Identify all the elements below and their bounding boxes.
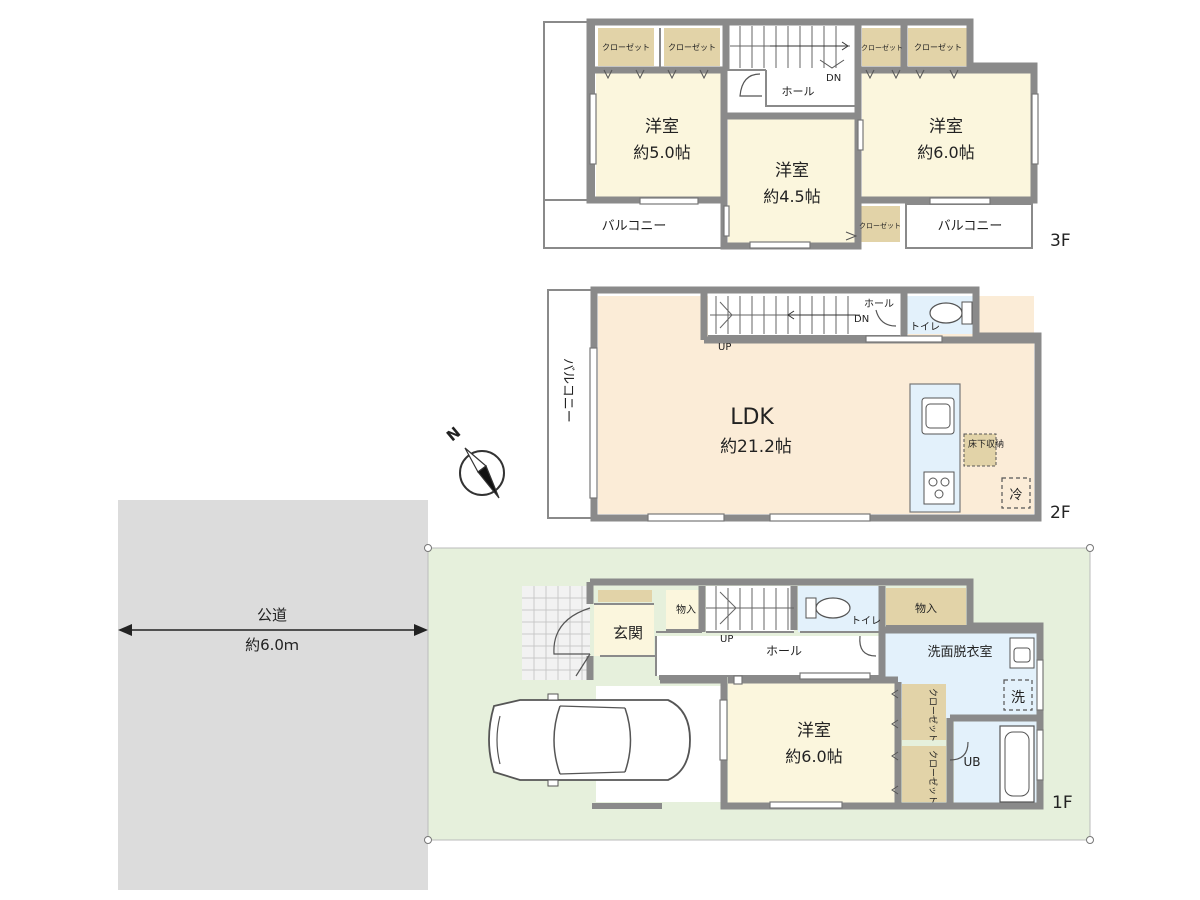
2f-ldk-name: LDK <box>730 405 774 430</box>
1f-stairs-area <box>706 586 794 632</box>
3f-closet-2 <box>664 28 720 66</box>
3f-room-c <box>862 70 1032 198</box>
1f-windows <box>719 659 1044 809</box>
2f-stairs <box>710 296 860 334</box>
3f-closet-3 <box>862 28 902 66</box>
1f-toilet-icon <box>805 597 851 619</box>
3f-closet-doors <box>603 69 959 80</box>
1f-washer: 洗 <box>1011 690 1025 706</box>
3f-windows <box>589 93 1039 249</box>
1f-storage-b <box>886 588 966 626</box>
2f-outer-wall <box>590 286 1042 522</box>
1f-room-area: 約6.0帖 <box>785 747 842 766</box>
1f-bathtub-icon <box>999 725 1035 803</box>
3f-closet-2-label: クローゼット <box>668 42 716 52</box>
1f-genkan <box>594 604 654 656</box>
1f-washroom-label: 洗面脱衣室 <box>927 644 992 660</box>
compass-north: N <box>443 423 464 445</box>
1f-closet-b <box>902 746 946 802</box>
1f-stairs <box>706 586 794 630</box>
3f-stairs <box>730 26 850 69</box>
road-area <box>118 500 428 890</box>
2f-windows <box>589 335 943 522</box>
2f-kitchen-counter <box>909 383 961 513</box>
2f-toilet-label: トイレ <box>910 322 940 333</box>
1f-storage-a <box>666 590 702 630</box>
1f-storage-a-label: 物入 <box>676 603 696 616</box>
1f-washer-box <box>1003 679 1033 711</box>
road-width: 約6.0ｍ <box>245 636 299 654</box>
1f-storage-b-label: 物入 <box>915 601 937 615</box>
lot-corner-markers <box>424 544 1094 844</box>
3f-room-a-name: 洋室 <box>645 117 679 137</box>
2f-underfloor-box <box>963 433 997 467</box>
3f-balcony-left-label: バルコニー <box>602 219 667 234</box>
3f-closet-1-label: クローゼット <box>602 42 650 52</box>
3f-closet-1 <box>598 28 654 66</box>
1f-toilet-label: トイレ <box>851 616 881 627</box>
1f-entrance-label: 玄関 <box>613 624 643 642</box>
3f-closet-4-label: クローゼット <box>914 42 962 52</box>
3f-closet-3-label: クローゼット <box>861 43 903 52</box>
car-icon <box>488 693 691 787</box>
3f-closet-4 <box>908 28 968 66</box>
1f-closet-doors <box>891 689 899 795</box>
2f-stair-up: UP <box>718 342 731 353</box>
1f-closet-b-label: クローゼット <box>927 750 939 804</box>
1f-floor-label: 1F <box>1052 793 1073 813</box>
2f-hall-label: ホール <box>864 298 894 310</box>
2f-fridge-label: 冷 <box>1009 488 1022 503</box>
3f-closet-5 <box>860 206 900 242</box>
1f-bedroom <box>728 682 898 804</box>
1f-sink-icon <box>1009 637 1035 669</box>
1f-stair-up: UP <box>720 634 733 645</box>
3f-stair-dn: DN <box>826 73 841 84</box>
3f-floor-label: 3F <box>1050 231 1071 251</box>
3f-room-c-name: 洋室 <box>929 117 963 137</box>
3f-closet-5-label: クローゼット <box>859 221 901 230</box>
3f-room-b-area: 約4.5帖 <box>763 187 820 206</box>
road-dimension <box>118 624 428 636</box>
1f-closet-a-label: クローゼット <box>927 688 939 742</box>
2f-stair-dn: DN <box>854 314 869 325</box>
3f-room-b <box>728 118 856 244</box>
1f-bath-label: UB <box>963 755 980 769</box>
1f-door-swings <box>553 607 969 761</box>
2f-fridge-box <box>1001 477 1031 509</box>
2f-balcony-label: バルコニー <box>560 358 575 423</box>
2f-underfloor-label: 床下収納 <box>968 438 1004 450</box>
3f-room-b-name: 洋室 <box>775 161 809 181</box>
compass-icon <box>459 447 505 499</box>
1f-hall-label: ホール <box>766 644 802 658</box>
2f-balcony <box>547 289 593 519</box>
3f-hall-label: ホール <box>782 85 815 98</box>
2f-toilet-icon <box>929 301 973 325</box>
2f-ldk-area: 約21.2帖 <box>720 437 792 457</box>
3f-balcony-right-label: バルコニー <box>938 219 1003 234</box>
entrance-porch <box>522 586 590 680</box>
3f-room-c-area: 約6.0帖 <box>917 143 974 162</box>
1f-closet-a <box>902 684 946 740</box>
2f-floor-label: 2F <box>1050 503 1071 523</box>
road-name: 公道 <box>257 606 287 624</box>
3f-room-a-area: 約5.0帖 <box>633 143 690 162</box>
1f-room-name: 洋室 <box>797 721 831 741</box>
1f-hall <box>656 636 880 676</box>
3f-room-a <box>596 70 724 198</box>
